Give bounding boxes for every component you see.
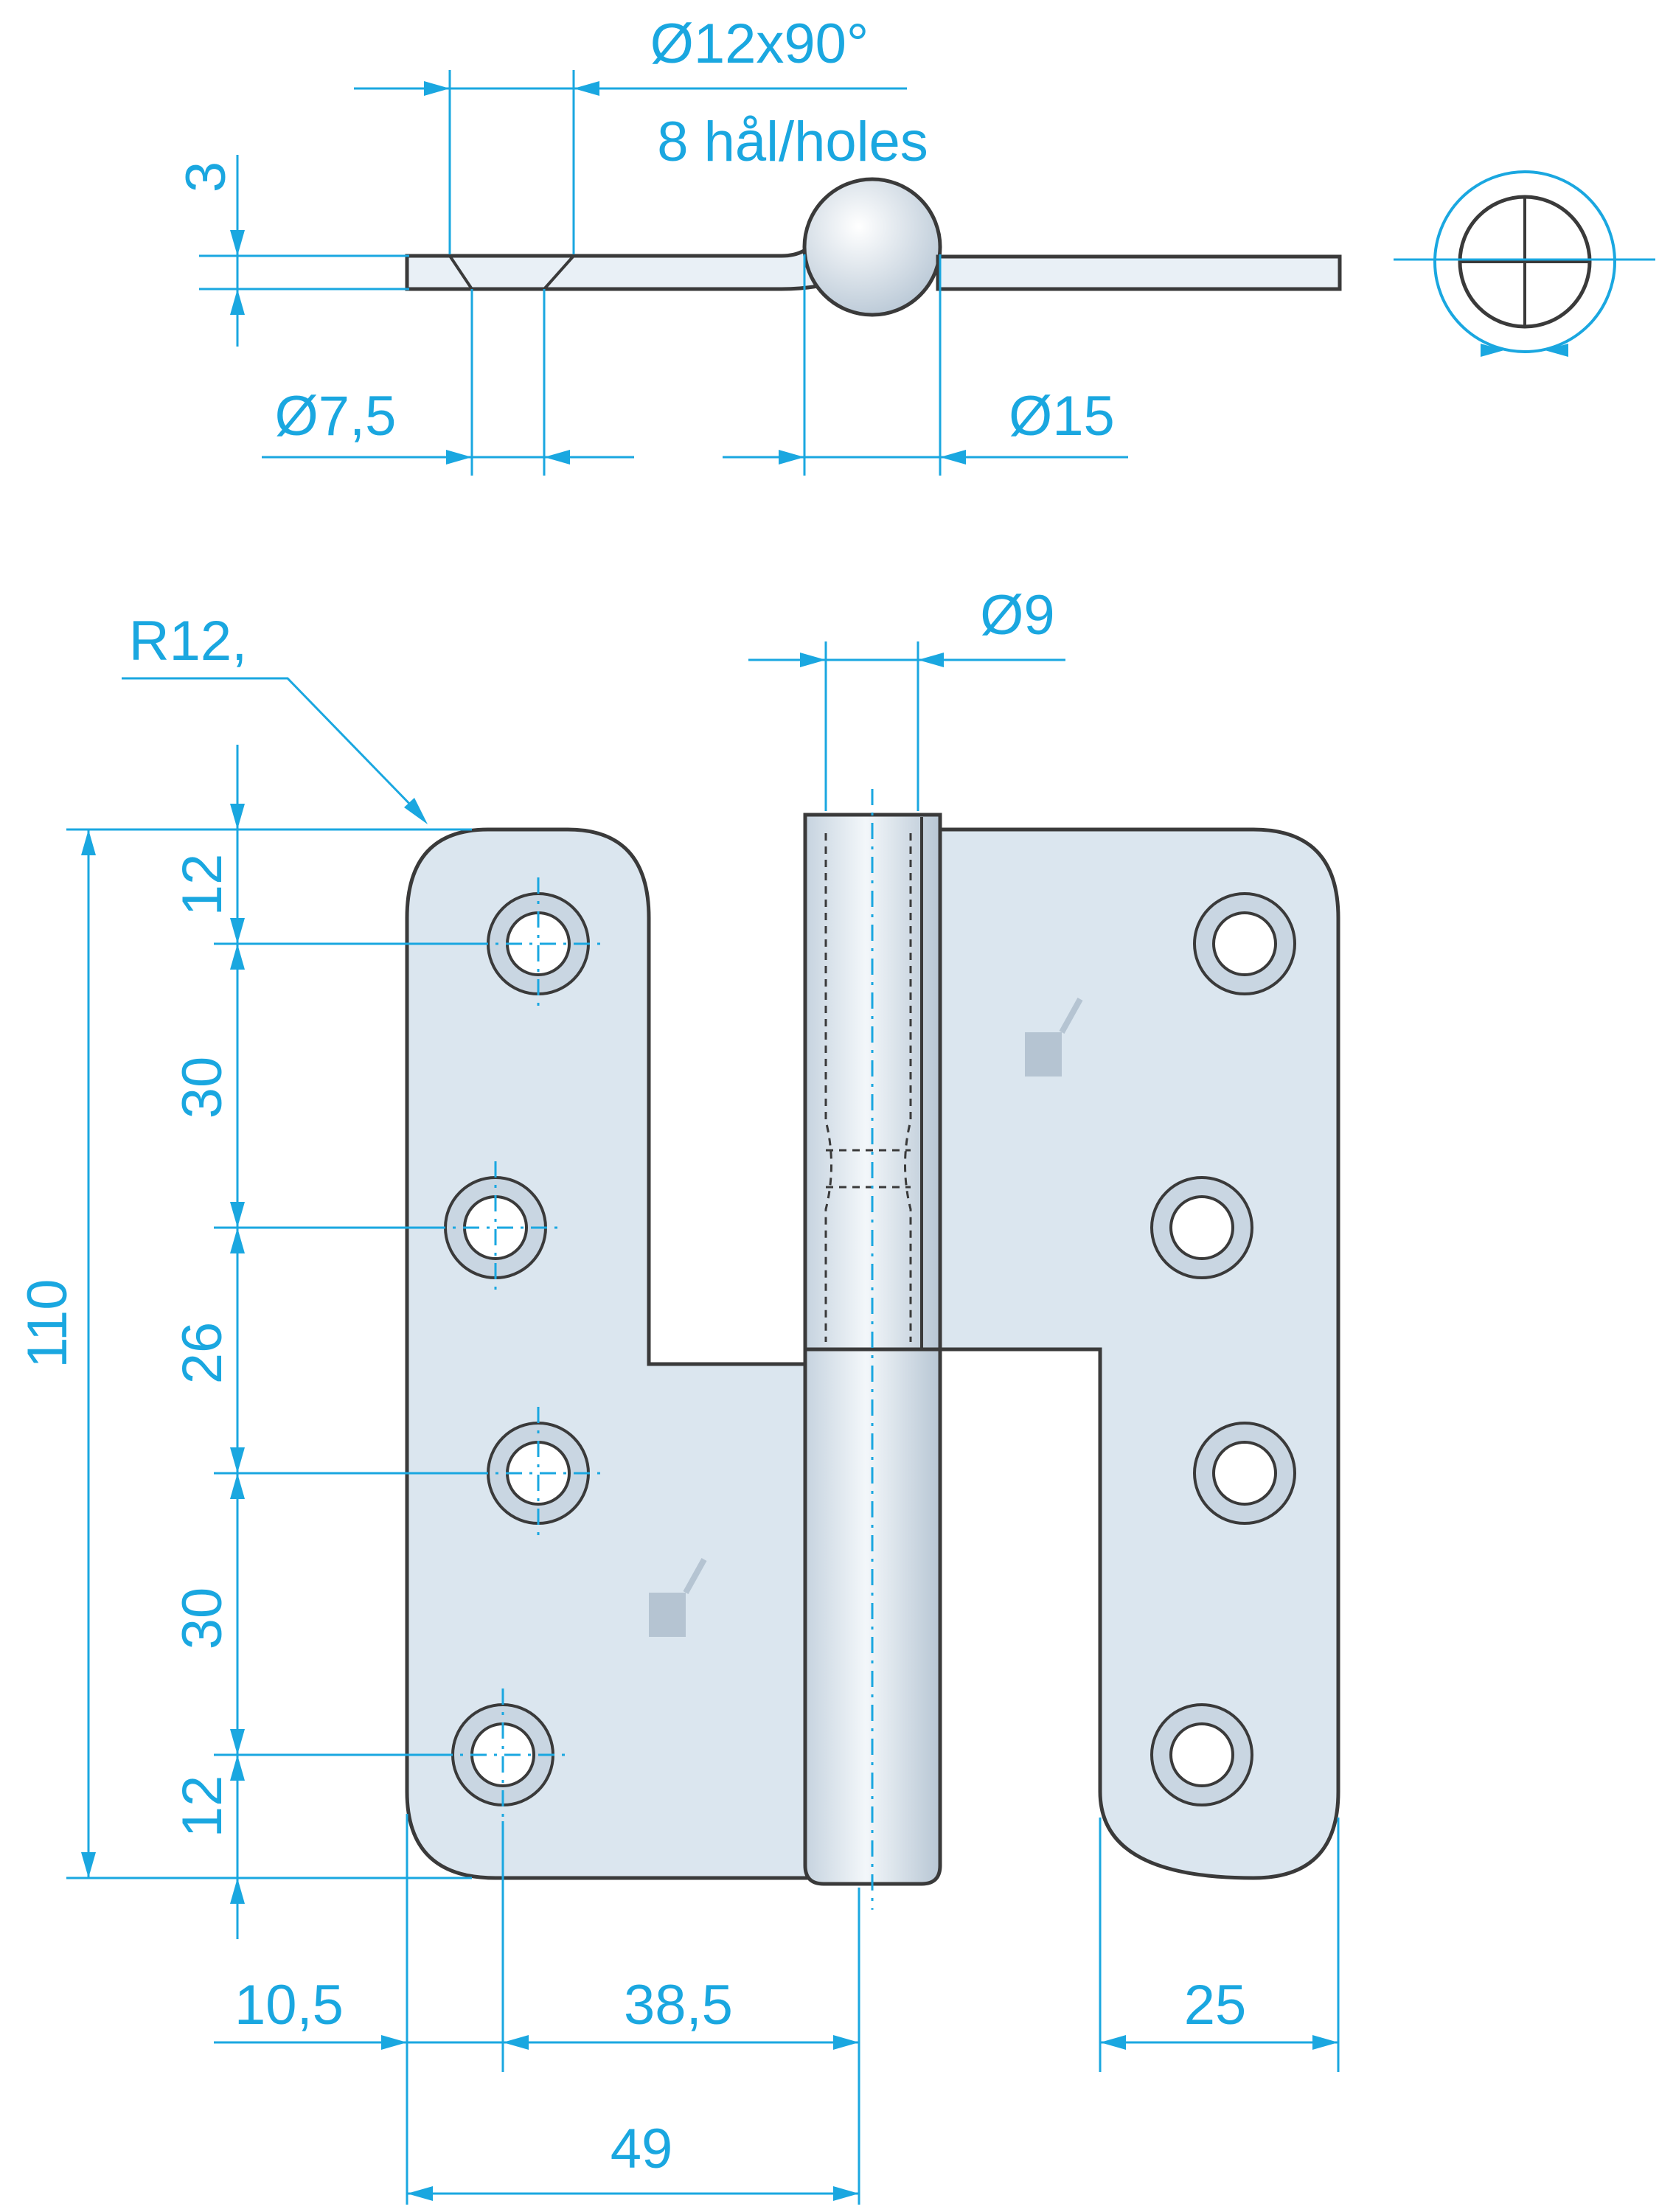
left-leaf: [405, 827, 821, 1880]
countersink-label: Ø12x90°: [650, 13, 869, 75]
pin-diameter-label: Ø9: [980, 584, 1054, 647]
hole-diameter-label: Ø7,5: [275, 385, 397, 448]
right-hole-1: [1193, 892, 1296, 995]
left-hole-4: [451, 1703, 554, 1806]
right-hole-4: [1150, 1703, 1253, 1806]
end-view-symbol: [1394, 170, 1655, 357]
front-view: [405, 789, 1340, 1910]
spacing-label-4: 30: [171, 1587, 234, 1650]
right-leaf: [938, 827, 1340, 1880]
brand-logo: [649, 1558, 707, 1637]
spacing-label-2: 30: [171, 1057, 234, 1119]
radius-label: R12,: [129, 610, 248, 672]
left-hole-1: [487, 892, 590, 995]
hole-to-pin-label: 38,5: [624, 1974, 733, 2037]
spacing-label-3: 26: [171, 1322, 234, 1385]
edge-to-hole-label: 10,5: [234, 1974, 344, 2037]
right-leaf-label: 25: [1184, 1974, 1247, 2037]
brand-logo: [1025, 998, 1083, 1077]
top-view-left-leaf: [405, 229, 821, 291]
knuckle-diameter-label: Ø15: [1009, 385, 1115, 448]
top-view-knuckle: [802, 177, 942, 317]
thickness-label: 3: [175, 161, 237, 192]
overall-height-label: 110: [16, 1279, 79, 1368]
left-hole-3: [487, 1422, 590, 1525]
radius-callout: R12,: [122, 610, 428, 824]
top-view: 3 Ø12x90° 8 hål/holes Ø7,5 Ø15: [175, 13, 1342, 476]
spacing-label-1: 12: [171, 854, 234, 917]
right-hole-2: [1150, 1176, 1253, 1279]
pin-diameter-dim: Ø9: [748, 584, 1065, 811]
vertical-chain-dim: 12 30 26 30 12: [171, 745, 472, 1939]
countersink-mark: [448, 254, 575, 291]
top-view-right-leaf: [936, 254, 1342, 291]
bottom-dims: 10,5 38,5 25 49: [214, 1814, 1340, 2205]
spacing-label-5: 12: [171, 1775, 234, 1838]
left-hole-2: [444, 1176, 547, 1279]
leaf-width-label: 49: [611, 2118, 673, 2180]
overall-height-dim: 110: [16, 828, 472, 1879]
holes-label: 8 hål/holes: [657, 111, 928, 173]
right-hole-3: [1193, 1422, 1296, 1525]
